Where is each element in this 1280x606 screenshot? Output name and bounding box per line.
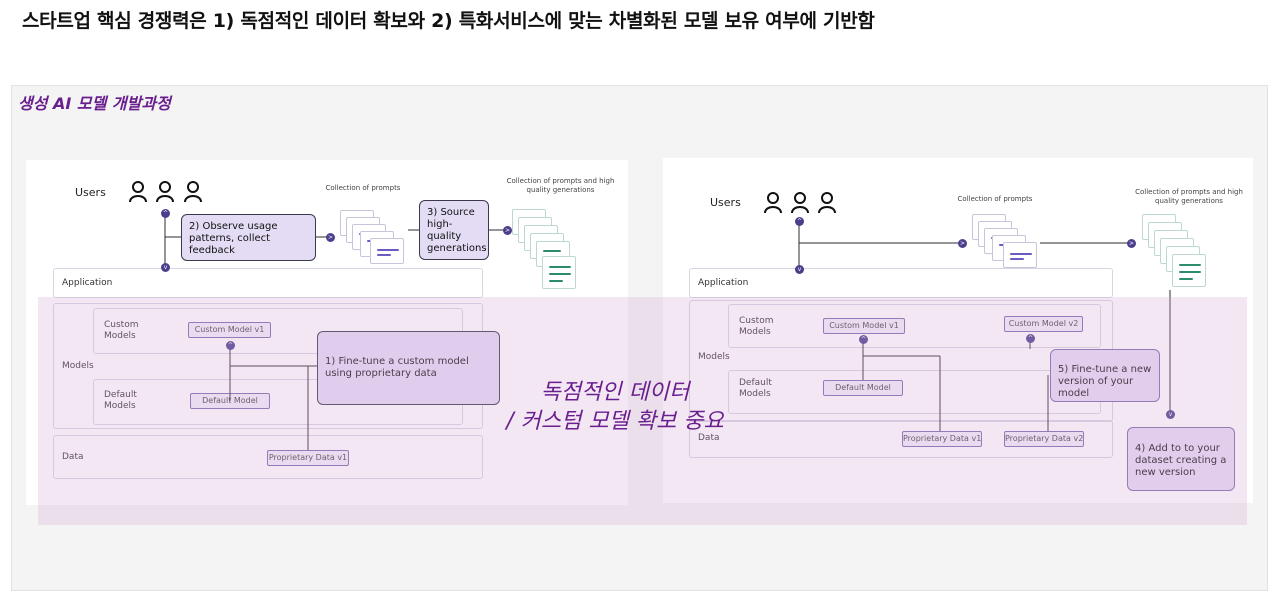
arrow-node-icon: ^: [795, 217, 804, 226]
left-custom-model-v1: Custom Model v1: [188, 322, 271, 338]
user-icon: [818, 192, 836, 214]
arrow-node-icon: >: [503, 226, 512, 235]
arrow-node-icon: v: [1166, 410, 1175, 419]
left-collection-generations-label: Collection of prompts and high quality g…: [506, 177, 615, 194]
right-custom-model-v1: Custom Model v1: [823, 318, 905, 334]
emphasis-note: 독점적인 데이터 / 커스텀 모델 확보 중요: [470, 378, 760, 436]
left-default-model: Default Model: [190, 393, 270, 409]
right-step5-callout: 5) Fine-tune a new version of your model: [1050, 349, 1160, 402]
left-proprietary-data-v1: Proprietary Data v1: [267, 450, 349, 466]
right-custom-model-v2: Custom Model v2: [1004, 316, 1083, 332]
right-application-label: Application: [698, 278, 749, 288]
figure-title: 생성 AI 모델 개발과정: [18, 94, 171, 113]
user-icon: [184, 181, 202, 203]
right-default-model: Default Model: [823, 380, 903, 396]
user-icon: [791, 192, 809, 214]
left-step3-callout: 3) Source high-quality generations: [419, 200, 489, 260]
right-collection-generations-label: Collection of prompts and high quality g…: [1135, 188, 1243, 205]
right-default-models-box: [728, 370, 1101, 414]
right-default-models-label: Default Models: [739, 378, 772, 399]
arrow-node-icon: ^: [1026, 334, 1035, 343]
arrow-node-icon: ^: [859, 335, 868, 344]
right-custom-models-box: [728, 304, 1101, 348]
arrow-node-icon: >: [958, 239, 967, 248]
page-headline: 스타트업 핵심 경쟁력은 1) 독점적인 데이터 확보와 2) 특화서비스에 맞…: [22, 10, 875, 32]
left-application-label: Application: [62, 278, 113, 288]
document-icon: [370, 238, 404, 264]
left-models-label: Models: [62, 361, 94, 371]
emphasis-note-line1: 독점적인 데이터: [540, 380, 690, 405]
right-step4-callout: 4) Add to to your dataset creating a new…: [1127, 427, 1235, 491]
emphasis-note-line2: / 커스텀 모델 확보 중요: [506, 409, 724, 434]
left-users-label: Users: [75, 186, 106, 199]
arrow-node-icon: v: [161, 263, 170, 272]
right-users-label: Users: [710, 196, 741, 209]
arrow-node-icon: ^: [226, 341, 235, 350]
arrow-node-icon: v: [795, 265, 804, 274]
right-models-label: Models: [698, 352, 730, 362]
left-data-box: [53, 435, 483, 479]
left-data-label: Data: [62, 452, 84, 462]
user-icon: [156, 181, 174, 203]
left-custom-models-label: Custom Models: [104, 320, 139, 341]
left-collection-prompts-label: Collection of prompts: [325, 184, 401, 192]
right-data-label: Data: [698, 433, 720, 443]
arrow-node-icon: ^: [161, 209, 170, 218]
right-proprietary-data-v2: Proprietary Data v2: [1004, 431, 1084, 447]
right-proprietary-data-v1: Proprietary Data v1: [902, 431, 982, 447]
user-icon: [764, 192, 782, 214]
right-data-box: [689, 420, 1113, 458]
arrow-node-icon: >: [326, 233, 335, 242]
left-step2-callout: 2) Observe usage patterns, collect feedb…: [181, 214, 316, 261]
arrow-node-icon: >: [1127, 239, 1136, 248]
left-application-box: [53, 268, 483, 298]
user-icon: [129, 181, 147, 203]
document-icon: [1003, 242, 1037, 268]
document-icon: [1172, 254, 1206, 287]
right-application-box: [689, 268, 1113, 298]
right-custom-models-label: Custom Models: [739, 316, 774, 337]
left-default-models-label: Default Models: [104, 390, 137, 411]
left-step1-callout: 1) Fine-tune a custom model using propri…: [317, 331, 500, 405]
right-collection-prompts-label: Collection of prompts: [957, 195, 1033, 203]
document-icon: [542, 256, 576, 289]
